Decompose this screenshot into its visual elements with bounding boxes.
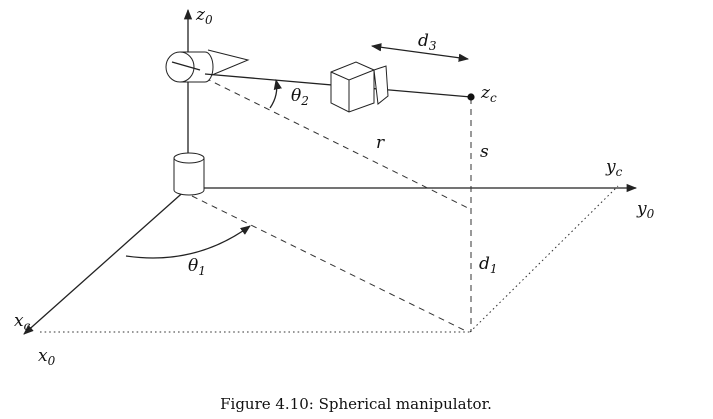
theta2-arc [269, 78, 282, 109]
d3-arrow [370, 43, 470, 62]
label-xc: xc [14, 311, 31, 333]
label-z0: z0 [195, 5, 213, 27]
figure-caption: Figure 4.10: Spherical manipulator. [220, 395, 492, 413]
label-zc: zc [480, 83, 497, 105]
prismatic-box [330, 61, 389, 113]
label-theta1: θ1 [188, 256, 206, 278]
r-projection-line [204, 77, 469, 209]
label-d3: d3 [418, 31, 437, 53]
shoulder-joint [165, 49, 250, 83]
base-cylinder [173, 152, 205, 196]
ground-projection-line [191, 195, 469, 333]
label-s: s [480, 142, 489, 162]
label-theta2: θ2 [291, 86, 309, 108]
label-x0: x0 [38, 346, 56, 368]
label-r: r [376, 133, 385, 153]
label-d1: d1 [479, 254, 498, 276]
x0-axis [23, 187, 189, 335]
label-y0: y0 [636, 199, 655, 221]
yc-dotted-line [469, 185, 619, 333]
theta1-arc [125, 225, 251, 259]
label-yc: yc [605, 157, 623, 179]
zc-point [467, 93, 475, 101]
